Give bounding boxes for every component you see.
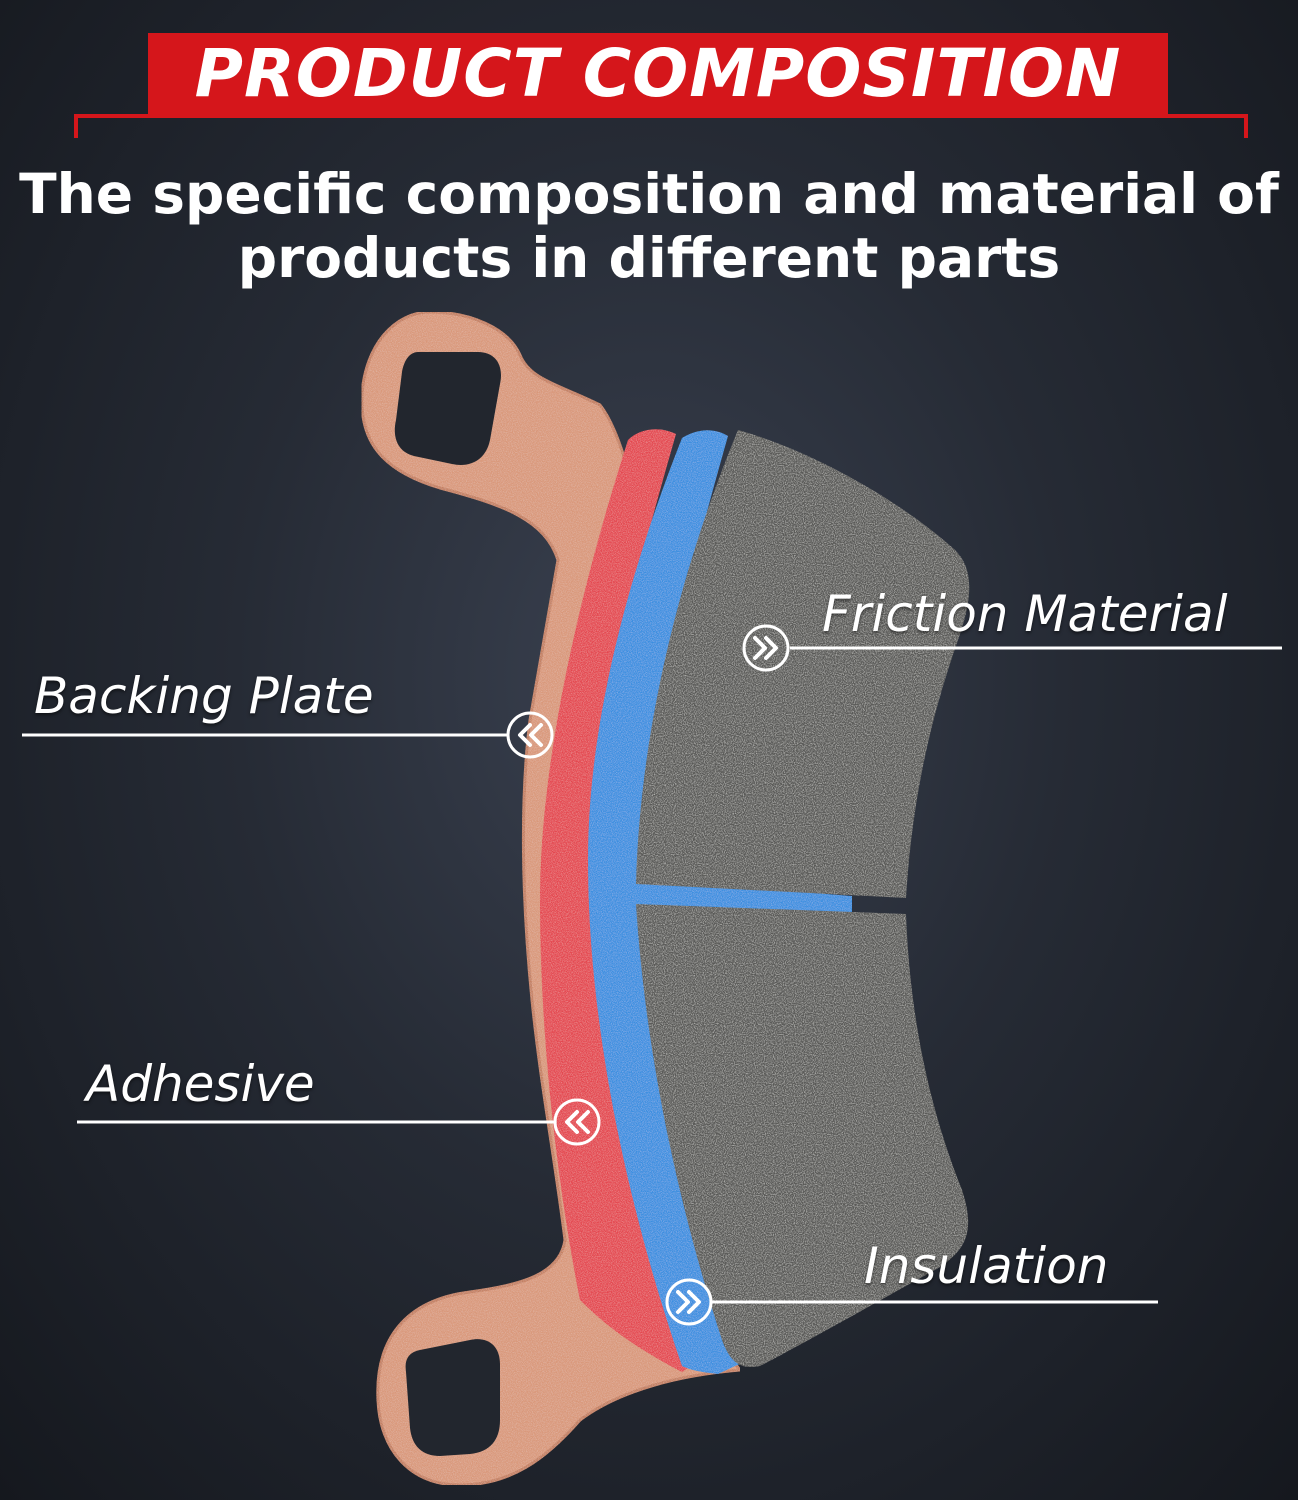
title-banner (148, 33, 1168, 115)
subtitle-line-2: products in different parts (237, 226, 1061, 290)
double-chevron-right-icon (742, 624, 790, 672)
friction-material-label: Friction Material (822, 585, 1228, 643)
double-chevron-left-icon (506, 711, 554, 759)
adhesive-layer-shape (540, 429, 700, 1372)
friction-material-lower-block (636, 904, 969, 1367)
title-banner-underline (74, 114, 1248, 138)
backing-plate-upper-hole (394, 352, 502, 465)
adhesive-label: Adhesive (86, 1055, 315, 1113)
double-chevron-right-icon (665, 1278, 713, 1326)
page-title: PRODUCT COMPOSITION (194, 35, 1122, 112)
page-subtitle: The specific composition and material of… (0, 162, 1298, 290)
subtitle-line-1: The specific composition and material of (19, 162, 1279, 226)
insulation-layer-shape (588, 430, 852, 1374)
friction-material-upper-block (636, 430, 970, 898)
backing-plate-lower-hole (405, 1339, 500, 1456)
backing-plate-label: Backing Plate (34, 667, 374, 725)
insulation-label: Insulation (864, 1237, 1109, 1295)
double-chevron-left-icon (553, 1098, 601, 1146)
